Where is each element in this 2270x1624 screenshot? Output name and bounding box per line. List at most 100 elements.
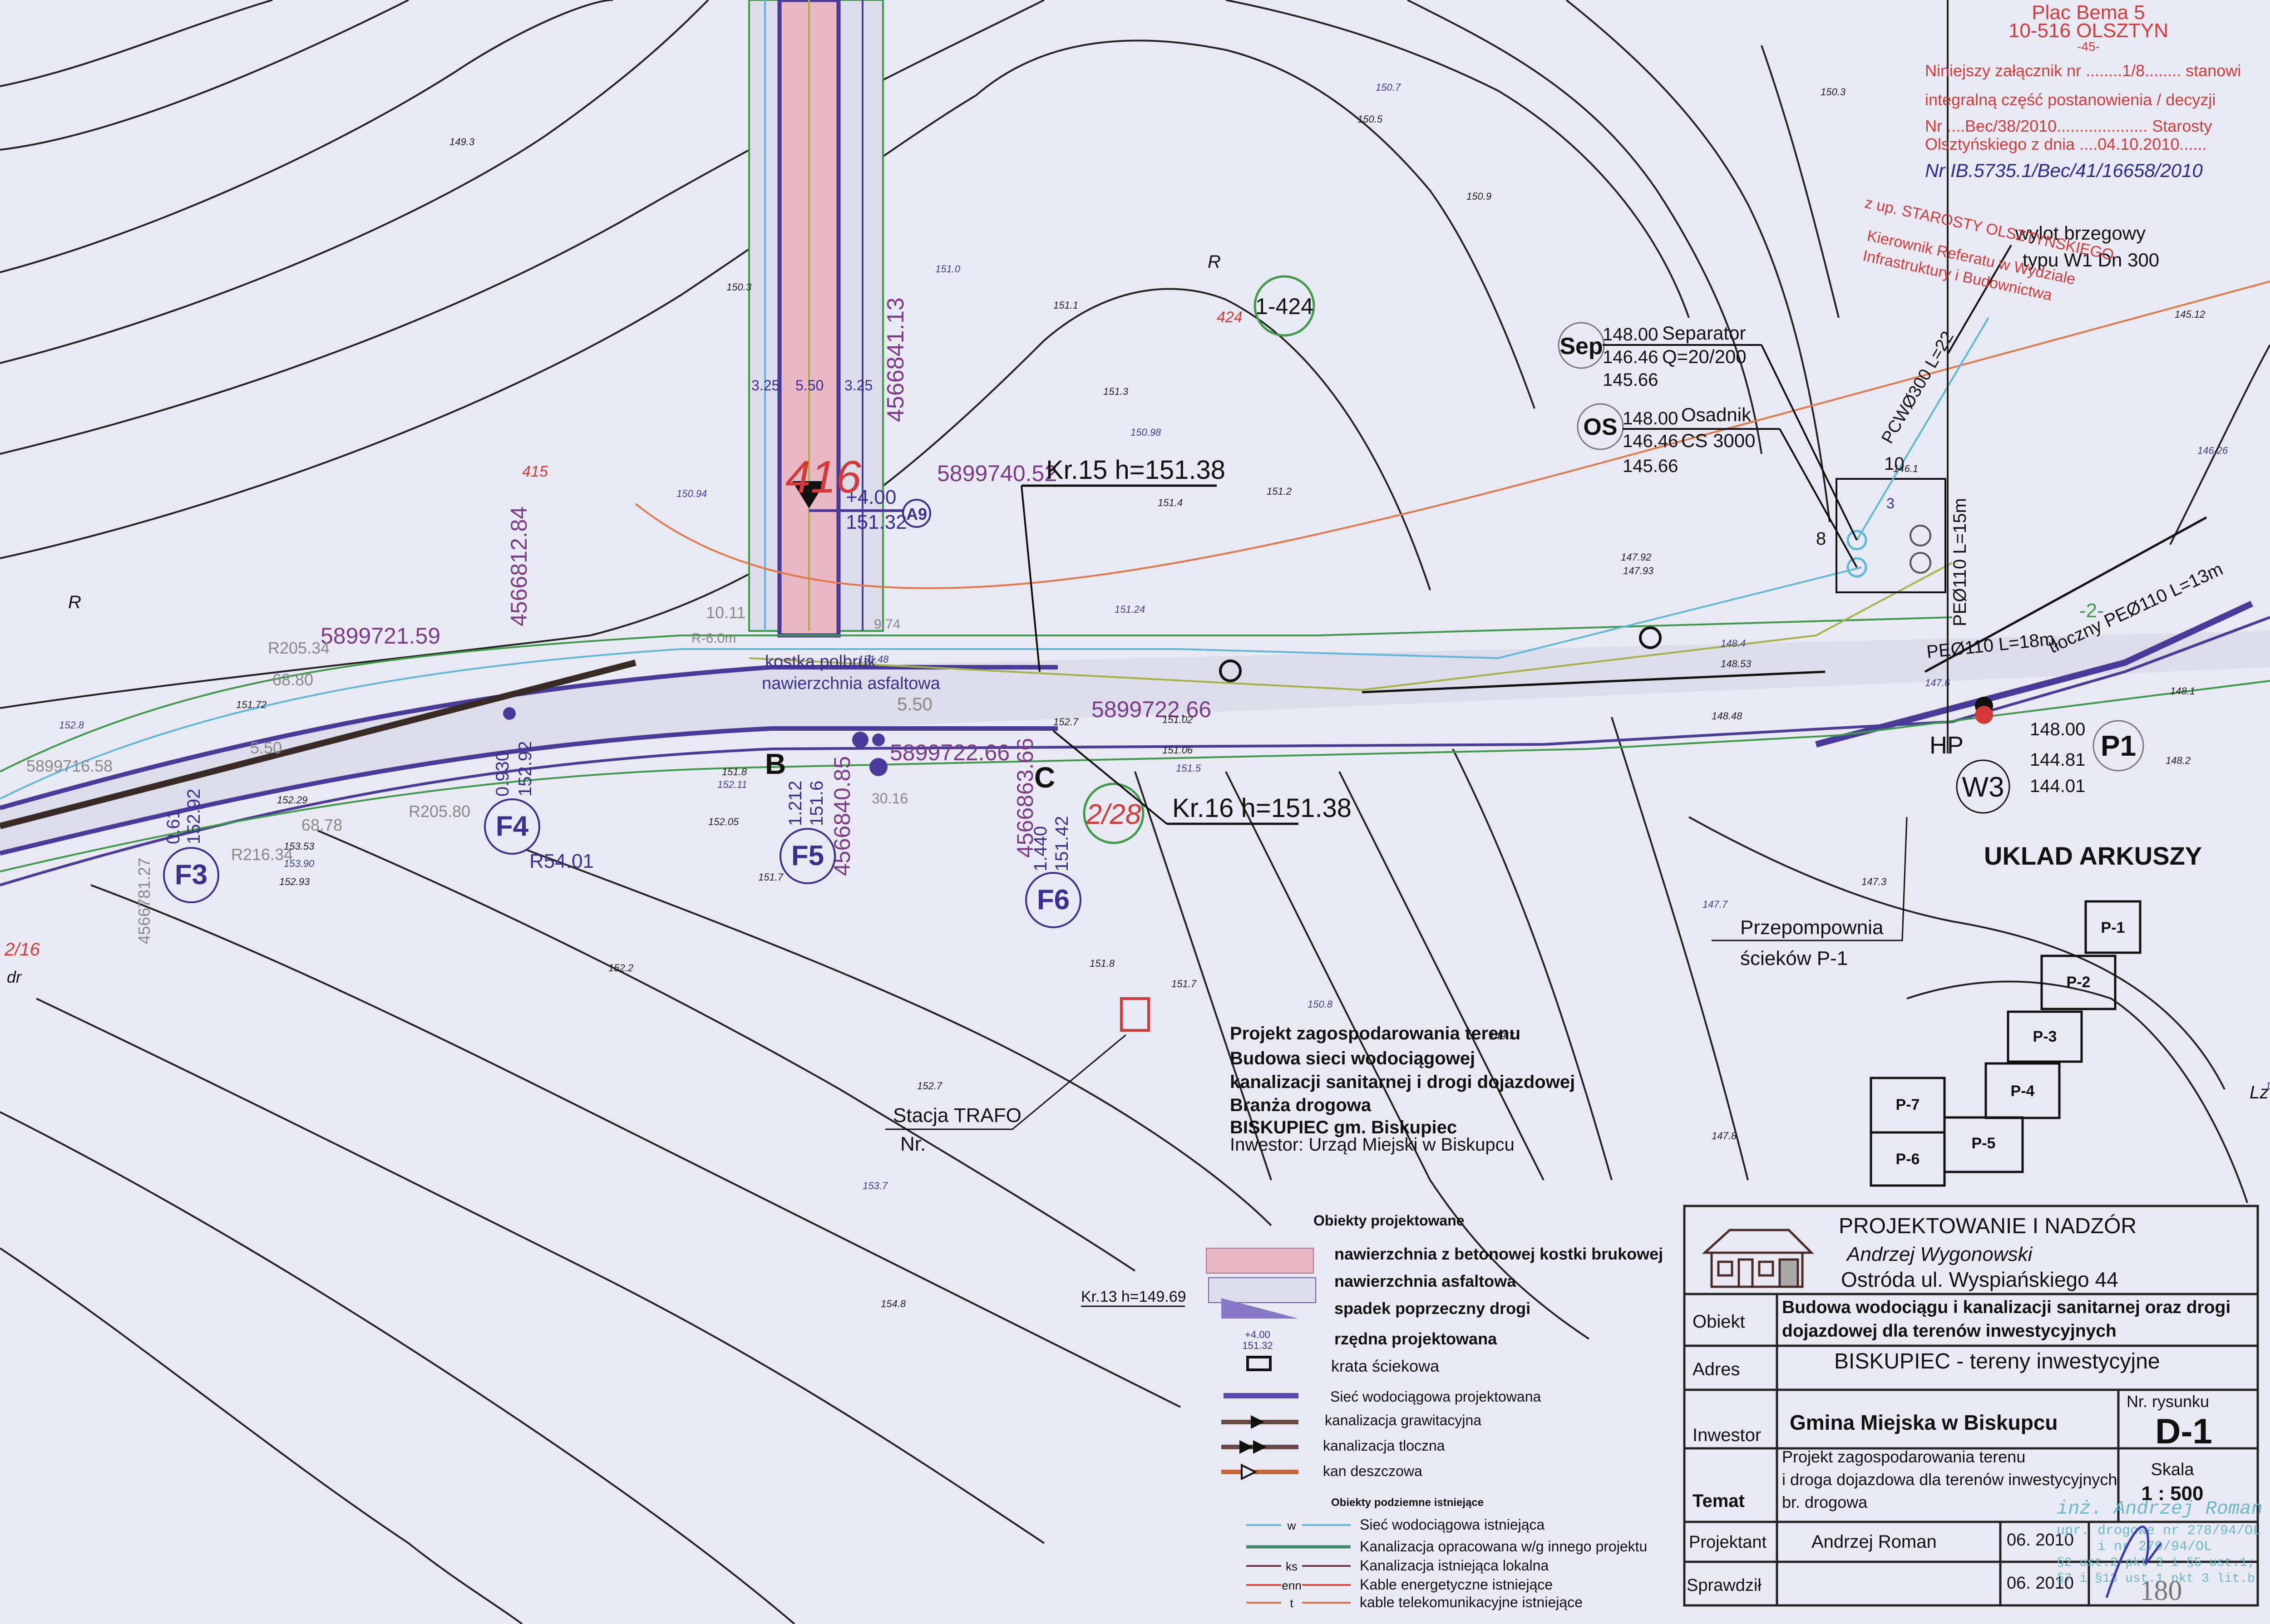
- coord-label: 5899722.66: [1091, 697, 1211, 722]
- outlet-line1: wylot brzegowy: [2015, 222, 2146, 244]
- spot-height: 150.3: [726, 281, 752, 293]
- legend-existing-title: Obiekty podziemne istniejące: [1331, 1496, 1484, 1509]
- dimension: 68.78: [301, 816, 342, 834]
- hydrant-id: F4: [496, 811, 529, 842]
- sheet-p4: P-4: [2011, 1083, 2035, 1100]
- pump-station-line2: ścieków P-1: [1740, 947, 1848, 969]
- license-stamp: inż. Andrzej Roman upr. drogowe nr 278/9…: [2057, 1498, 2263, 1586]
- stamp-org-line: 10-516 OLSZTYN: [2008, 20, 2168, 42]
- node-a9: A9 +4.00 151.32: [809, 486, 931, 533]
- legend-line-code: ks: [1286, 1560, 1298, 1573]
- spot-height: 154.8: [881, 1298, 906, 1309]
- osadnik-tag: OS: [1583, 414, 1617, 440]
- sheet-p7: P-7: [1896, 1096, 1920, 1113]
- legend-item: nawierzchnia z betonowej kostki brukowej: [1334, 1245, 1663, 1263]
- pipe-label: PEØ110 L=15m: [1950, 498, 1970, 626]
- drawing-number: D-1: [2155, 1411, 2212, 1451]
- hydrant-depth: 1.212: [785, 781, 805, 826]
- separator-tag: Sep: [1559, 333, 1603, 359]
- spot-height: 148.48: [1712, 710, 1742, 722]
- legend-swatch-slope: [1221, 1298, 1298, 1319]
- coord-label: 4566781.27: [135, 858, 153, 944]
- sheet-layout-title: UKLAD ARKUSZY: [1984, 842, 2202, 870]
- dimension: 3.25: [751, 377, 780, 394]
- osadnik-name: Osadnik: [1681, 404, 1752, 425]
- dimension: 10: [1884, 454, 1905, 474]
- coord-label: 5899716.58: [26, 757, 113, 775]
- point-c: C: [1034, 761, 1055, 794]
- stamp-line: Nr IB.5735.1/Bec/41/16658/2010: [1925, 160, 2203, 181]
- spot-height: 150.5: [1357, 113, 1383, 125]
- hydrant-id: F6: [1037, 884, 1070, 915]
- legend-item: kanalizacja grawitacyjna: [1325, 1412, 1481, 1428]
- outlet-line2: typu W1 Dn 300: [2023, 249, 2159, 271]
- dimension: 68.80: [272, 670, 313, 689]
- hydrant-markers: F3 0.61 152.92 F4 0.930 152.92 F5 1.212 …: [163, 486, 1081, 928]
- spot-height: 152.8: [59, 719, 84, 731]
- spot-height: 149.7: [1489, 1030, 1515, 1042]
- sprawdzil-date: 06. 2010: [2007, 1574, 2074, 1593]
- spot-height: 150.8: [1308, 999, 1333, 1010]
- spot-height: 152.2: [608, 962, 633, 974]
- temat-value: br. drogowa: [1782, 1493, 1868, 1511]
- spot-height: 151.7: [758, 871, 784, 883]
- temat-value: Projekt zagospodarowania terenu: [1782, 1447, 2025, 1466]
- dimension: R216.34: [231, 845, 293, 864]
- adres-label: Adres: [1693, 1359, 1740, 1379]
- level: 148.00: [1623, 408, 1678, 428]
- parcel-424: 424: [1217, 309, 1243, 326]
- separator-spec: Q=20/200: [1662, 346, 1747, 367]
- spot-height: 151.1: [1053, 300, 1078, 311]
- hydrant-level: 152.92: [515, 741, 535, 797]
- obiekt-value: dojazdowej dla terenów inwestycyjnych: [1782, 1321, 2117, 1341]
- separator-annotation: Sep 148.00 146.46 145.66 Separator Q=20/…: [1558, 322, 1858, 541]
- hydrant-depth: 1.440: [1031, 826, 1051, 871]
- stamp-line: §2 ust.2 pkt 2 i §5 ust.1;: [2057, 1556, 2255, 1570]
- spot-height: 153.90: [284, 858, 315, 869]
- parcel-416: 416: [785, 452, 861, 502]
- spot-height: 150.3: [1821, 86, 1846, 98]
- node-level: 151.32: [846, 511, 907, 533]
- parcel-dr: dr: [7, 968, 22, 986]
- level: 144.01: [2030, 776, 2085, 796]
- coord-label: 5899721.59: [321, 623, 440, 649]
- spot-height: 151.24: [1115, 604, 1145, 615]
- parcel-2-16: 2/16: [4, 940, 40, 960]
- dimension: 5.50: [250, 738, 282, 757]
- legend-item: spadek poprzeczny drogi: [1334, 1299, 1530, 1318]
- spot-height: 151.5: [1176, 763, 1201, 774]
- w3-label: W3: [1962, 772, 2004, 803]
- spot-height: 152.11: [717, 779, 747, 790]
- stamp-line: inż. Andrzej Roman: [2057, 1498, 2263, 1520]
- legend-line-code: t: [1290, 1596, 1293, 1610]
- legend-item: kanalizacja tloczna: [1323, 1437, 1445, 1454]
- dimension: 8: [1816, 529, 1826, 549]
- hydrant-id: F3: [175, 859, 207, 891]
- stamp-line: Nr ....Bec/38/2010.................... S…: [1925, 117, 2212, 135]
- node-delta: +4.00: [846, 486, 896, 508]
- scale-value: 1 : 500: [2142, 1482, 2204, 1505]
- note-line: Projekt zagospodarowania terenu: [1230, 1024, 1520, 1043]
- spot-height: 151.06: [1162, 744, 1193, 756]
- level: 146.46: [1603, 347, 1658, 367]
- spot-height: 149.3: [449, 136, 475, 148]
- company-name: PROJEKTOWANIE I NADZÓR: [1839, 1214, 2137, 1238]
- hydrant-level: 152.92: [184, 789, 204, 844]
- pump-station-label: Przepompownia ścieków P-1: [1712, 817, 1908, 969]
- node-id: A9: [906, 505, 927, 523]
- level: 148.00: [2030, 719, 2085, 739]
- sprawdzil-label: Sprawdził: [1687, 1576, 1762, 1595]
- legend-line-code: enn: [1282, 1579, 1301, 1592]
- coord-label: 5899740.52: [937, 461, 1057, 486]
- legend-sample-delta: +4.00: [1245, 1329, 1270, 1340]
- legend-title: Obiekty projektowane: [1313, 1212, 1465, 1229]
- hydrant-f5: F5 1.212 151.6: [780, 732, 888, 884]
- hydrant-depth: 0.930: [493, 751, 513, 797]
- parcel-circle-2-28: [1083, 782, 1145, 844]
- legend-item: kan deszczowa: [1323, 1463, 1422, 1479]
- spot-height: 147.6: [1925, 677, 1950, 689]
- spot-height: 151.2: [1267, 486, 1292, 497]
- legend-existing-item: Kable energetyczne istniejące: [1360, 1576, 1553, 1593]
